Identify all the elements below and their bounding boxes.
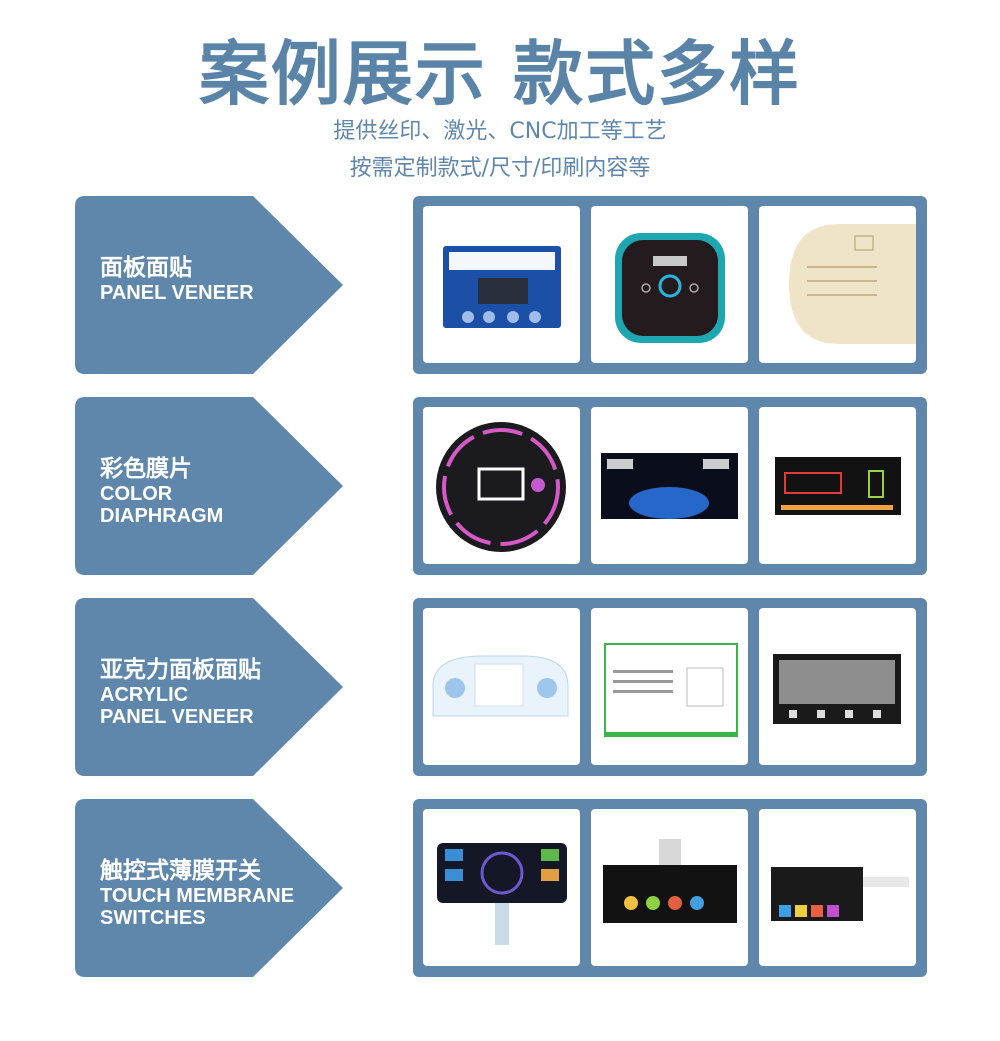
page-title: 案例展示 款式多样 — [198, 33, 802, 115]
category-row-panel-veneer: 面板面贴 PANEL VENEER — [75, 196, 927, 374]
category-name-en: COLOR DIAPHRAGM — [100, 483, 224, 527]
subtitle-custom: 按需定制款式/尺寸/印刷内容等 — [349, 156, 651, 181]
category-name-cn: 触控式薄膜开关 — [100, 858, 261, 884]
product-gallery — [413, 598, 927, 776]
product-image — [423, 407, 580, 564]
product-image — [759, 206, 916, 363]
category-row-acrylic-panel-veneer: 亚克力面板面贴 ACRYLIC PANEL VENEER — [75, 598, 927, 776]
category-tag: 亚克力面板面贴 ACRYLIC PANEL VENEER — [75, 598, 343, 776]
arrow-tag-shape — [75, 397, 343, 575]
product-image — [591, 206, 748, 363]
product-image — [591, 608, 748, 765]
product-image — [759, 407, 916, 564]
product-image — [423, 809, 580, 966]
subtitle-process: 提供丝印、激光、CNC加工等工艺 — [333, 119, 667, 144]
category-tag: 面板面贴 PANEL VENEER — [75, 196, 343, 374]
product-image — [423, 608, 580, 765]
product-image — [759, 608, 916, 765]
product-image — [759, 809, 916, 966]
category-name-en: PANEL VENEER — [100, 282, 254, 304]
arrow-tag-shape — [75, 196, 343, 374]
category-name-en: ACRYLIC PANEL VENEER — [100, 684, 254, 728]
category-tag: 触控式薄膜开关 TOUCH MEMBRANE SWITCHES — [75, 799, 343, 977]
category-name-en: TOUCH MEMBRANE SWITCHES — [100, 885, 295, 929]
product-gallery — [413, 196, 927, 374]
category-name-cn: 面板面贴 — [100, 255, 192, 281]
product-image — [423, 206, 580, 363]
category-name-cn: 亚克力面板面贴 — [100, 657, 261, 683]
category-tag: 彩色膜片 COLOR DIAPHRAGM — [75, 397, 343, 575]
category-name-cn: 彩色膜片 — [100, 456, 192, 482]
category-row-touch-membrane-switches: 触控式薄膜开关 TOUCH MEMBRANE SWITCHES — [75, 799, 927, 977]
product-image — [591, 809, 748, 966]
product-gallery — [413, 799, 927, 977]
arrow-tag-shape — [75, 598, 343, 776]
product-image — [591, 407, 748, 564]
arrow-tag-shape — [75, 799, 343, 977]
category-row-color-diaphragm: 彩色膜片 COLOR DIAPHRAGM — [75, 397, 927, 575]
product-gallery — [413, 397, 927, 575]
